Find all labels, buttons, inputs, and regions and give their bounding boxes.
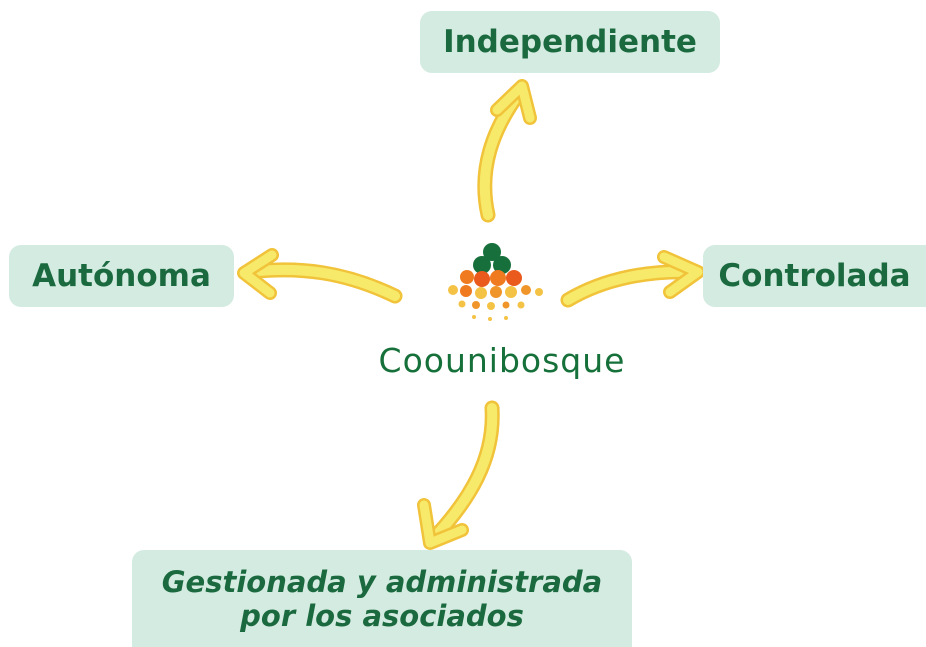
node-gestionada-line2: por los asociados [240, 598, 524, 633]
node-gestionada: Gestionada y administrada por los asocia… [132, 550, 632, 647]
node-independiente-label: Independiente [443, 24, 697, 60]
node-controlada: Controlada [703, 245, 926, 307]
arrow-right [560, 250, 705, 308]
brand-name: Coounibosque [378, 341, 626, 380]
node-independiente: Independiente [420, 11, 720, 73]
arrow-up [477, 79, 537, 223]
coounibosque-logo-icon [448, 243, 543, 321]
arrow-left [237, 248, 403, 304]
node-gestionada-line1: Gestionada y administrada [161, 564, 603, 599]
node-autonoma: Autónoma [9, 245, 234, 307]
node-autonoma-label: Autónoma [32, 258, 211, 294]
arrow-down [417, 400, 500, 550]
node-controlada-label: Controlada [718, 258, 911, 294]
